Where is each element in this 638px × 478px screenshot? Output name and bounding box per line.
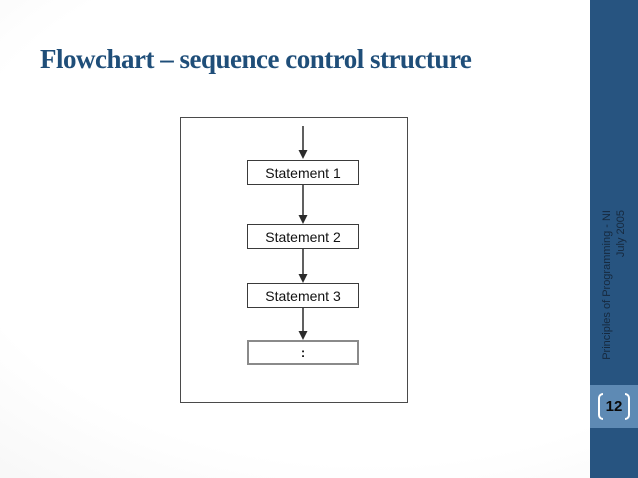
left-bracket-icon xyxy=(597,393,603,420)
right-bracket-icon xyxy=(625,393,631,420)
flowchart-frame: Statement 1 Statement 2 Statement 3 : xyxy=(180,117,408,403)
arrow-down-icon xyxy=(298,126,308,159)
flow-arrows-layer xyxy=(298,126,308,340)
page-number: 12 xyxy=(605,398,623,415)
flow-box-statement-2: Statement 2 xyxy=(247,224,359,249)
sidebar-course-label: Principles of Programming - NI xyxy=(601,210,613,360)
flow-box-continuation: : xyxy=(247,340,359,365)
sidebar-vertical-text: Principles of Programming - NI July 2005 xyxy=(600,210,628,380)
flow-box-statement-3: Statement 3 xyxy=(247,283,359,308)
page-number-box: 12 xyxy=(590,385,638,428)
slide-title: Flowchart – sequence control structure xyxy=(40,44,472,74)
arrow-down-icon xyxy=(298,185,308,224)
flow-box-statement-1: Statement 1 xyxy=(247,160,359,185)
arrow-down-icon xyxy=(298,307,308,340)
sidebar: Principles of Programming - NI July 2005… xyxy=(590,0,638,478)
sidebar-date-label: July 2005 xyxy=(615,210,627,258)
arrow-down-icon xyxy=(298,249,308,283)
